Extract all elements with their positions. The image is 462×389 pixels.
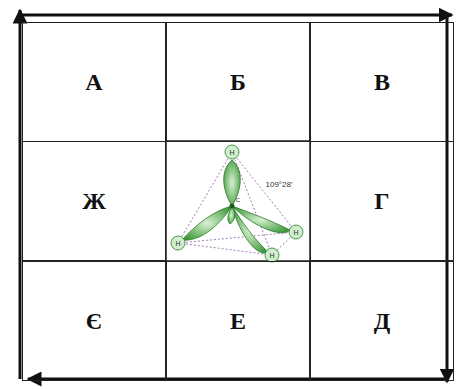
- cell-letter: Г: [374, 188, 389, 215]
- cell-letter: Ж: [82, 188, 106, 215]
- hydrogen-label: H: [229, 149, 234, 156]
- hydrogen-label: H: [293, 229, 298, 236]
- letter-cell: Є: [22, 261, 166, 381]
- letter-cell: Ж: [22, 141, 166, 261]
- hydrogen-label: H: [269, 252, 274, 259]
- carbon-label: C: [236, 197, 240, 203]
- letter-cell: Г: [310, 141, 454, 261]
- center-cell: [166, 141, 310, 261]
- cell-letter: Д: [374, 308, 391, 335]
- cell-letter: В: [374, 69, 390, 96]
- cell-letter: Є: [86, 308, 102, 335]
- letter-cell: В: [310, 22, 454, 142]
- hydrogen-label: H: [175, 240, 180, 247]
- cell-letter: Е: [230, 308, 246, 335]
- methane-orbitals: [171, 145, 303, 262]
- cell-letter: Б: [230, 69, 246, 96]
- cycle-arrows: [20, 10, 452, 382]
- letter-cell: Д: [310, 261, 454, 381]
- letter-cell: А: [22, 22, 166, 142]
- letter-cell: Е: [166, 261, 310, 381]
- letter-cell: Б: [166, 22, 310, 142]
- cell-letter: А: [85, 69, 102, 96]
- angle-label: 109°28': [266, 181, 293, 189]
